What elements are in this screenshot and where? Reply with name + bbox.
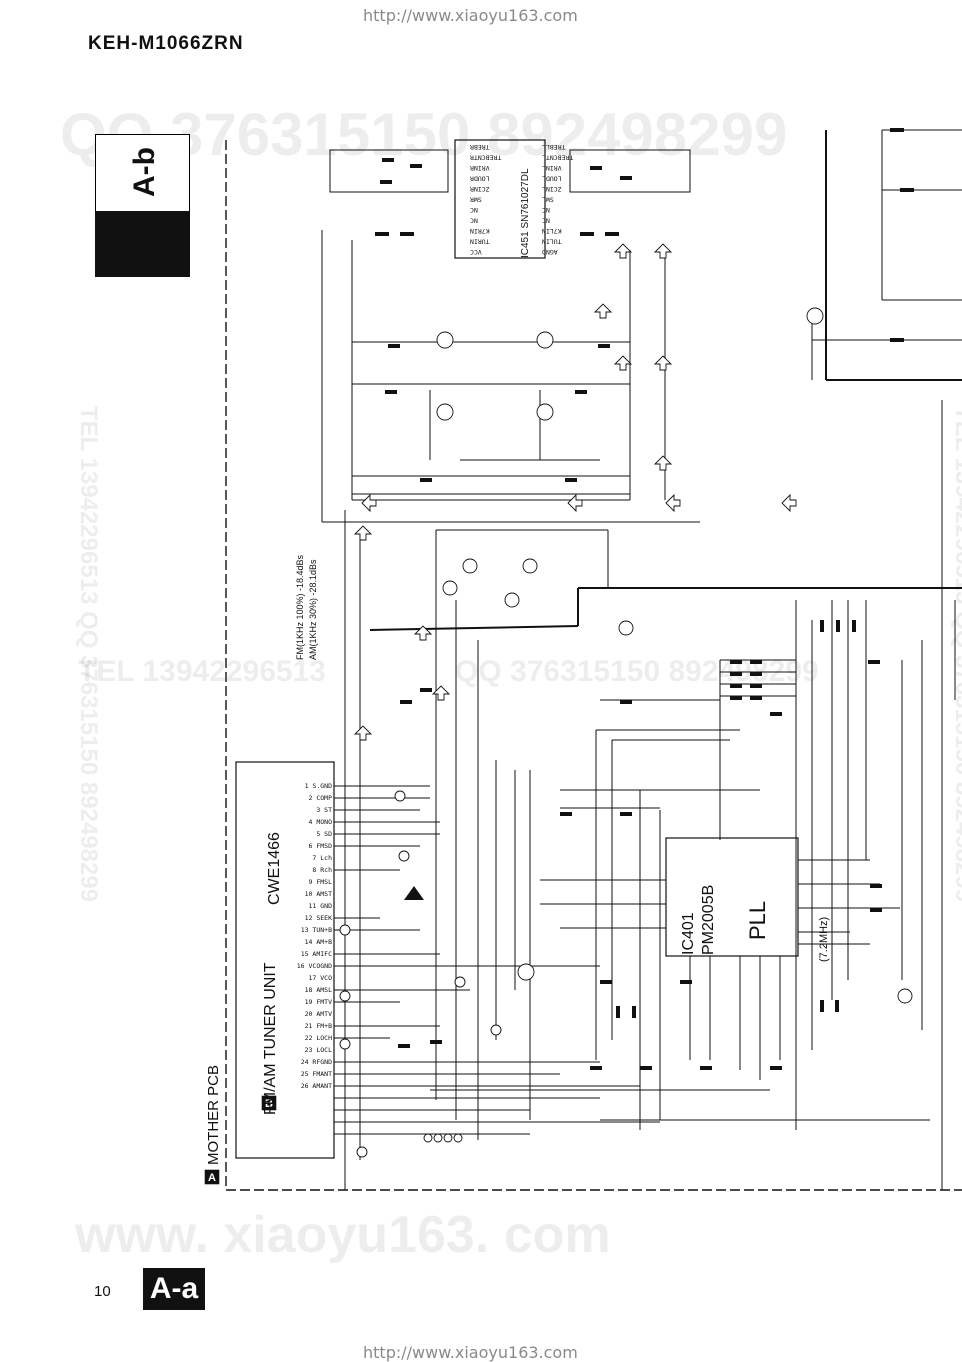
- ic451-pin-right-4: LOUDR: [470, 175, 490, 183]
- ic451-pin-right-9: K7RIN: [470, 227, 490, 235]
- model-title: KEH-M1066ZRN: [88, 33, 244, 54]
- ic451-box: [454, 139, 546, 259]
- connector-pin-label: 21 FM+B: [305, 1022, 332, 1030]
- connector-pin-label: 25 FMANT: [301, 1070, 332, 1078]
- ic451-pin-left-9: K7LIN: [542, 227, 562, 235]
- mother-pcb-label: MOTHER PCB: [205, 1064, 222, 1165]
- watermark-tel: TEL 13942296513: [78, 655, 326, 688]
- connector-pin-label: 16 VCOGND: [297, 962, 332, 970]
- ic451-pin-right-5: ZCINR: [470, 185, 490, 193]
- ic451-pin-left-1: TREBLL: [542, 143, 566, 151]
- connector-pin-label: 14 AM+B: [305, 938, 332, 946]
- page-number: 10: [94, 1283, 111, 1300]
- connector-pin-label: 9 FMSL: [309, 878, 333, 886]
- loudness-network-box: [569, 149, 691, 193]
- connector-pin-label: 19 FMTV: [305, 998, 332, 1006]
- connector-pin-label: 6 FMSD: [309, 842, 333, 850]
- connector-pin-label: 26 AMANT: [301, 1082, 332, 1090]
- tuner-unit-marker: B: [265, 1098, 273, 1110]
- ic451-pin-right-7: NC: [470, 206, 478, 214]
- ic451-pin-right-2: TREBCNTR: [470, 154, 501, 162]
- ic451-pin-right-10: TURIN: [470, 238, 490, 246]
- ic451-pin-right-11: VCC: [470, 248, 482, 256]
- treble-network-box: [329, 149, 449, 193]
- ic451-pin-left-11: AGND: [542, 248, 558, 256]
- connector-pin-label: 20 AMTV: [305, 1010, 332, 1018]
- tuner-unit-box: [235, 761, 335, 1159]
- connector-pin-label: 24 RFGND: [301, 1058, 332, 1066]
- connector-pin-label: 15 AMIFC: [301, 950, 332, 958]
- section-badge: A-a: [143, 1268, 205, 1310]
- connector-pin-label: 5 SD: [316, 830, 332, 838]
- ic451-pin-left-5: ZCINL: [542, 185, 562, 193]
- bottom-url: http://www.xiaoyu163.com: [363, 1343, 578, 1362]
- ic401-ref: IC401: [680, 912, 697, 955]
- am-level-note: AM(1KHz 30%) -28.1dBs: [308, 559, 318, 660]
- bus-diagonal: [369, 625, 579, 631]
- ic451-pin-right-1: TREBR: [470, 143, 490, 151]
- ic451-label: IC451 SN761027DL: [520, 168, 531, 258]
- ic451-pin-left-7: NC: [542, 206, 550, 214]
- tuner-unit-label: FM/AM TUNER UNIT: [262, 962, 279, 1115]
- connector-pin-label: 13 TUN+B: [301, 926, 332, 934]
- connector-pin-label: 3 ST: [316, 806, 332, 814]
- ic451-pin-left-6: SWL: [542, 196, 554, 204]
- connector-pin-label: 17 VCO: [309, 974, 333, 982]
- connector-pin-label: 23 LOCL: [305, 1046, 332, 1054]
- connector-pin-label: 8 Rch: [312, 866, 332, 874]
- ic451-pin-left-2: TREBCNTL: [542, 154, 573, 162]
- ic451-pin-right-3: VRINR: [470, 164, 490, 172]
- tuner-unit-part: CWE1466: [266, 832, 283, 905]
- ic451-pin-left-3: VRINL: [542, 164, 562, 172]
- connector-pin-label: 1 S.GND: [305, 782, 332, 790]
- connector-pin-label: 10 AMST: [305, 890, 332, 898]
- crystal-frequency: (7.2MHz): [818, 916, 830, 962]
- connector-pin-label: 22 LOCH: [305, 1034, 332, 1042]
- fm-level-note: FM(1KHz 100%) -18.4dBs: [295, 554, 305, 660]
- connector-pin-label: 11 GND: [309, 902, 333, 910]
- connector-pin-label: 12 SEEK: [305, 914, 332, 922]
- ic401-name: PLL: [745, 900, 770, 940]
- ic451-pin-right-6: SWR: [470, 196, 482, 204]
- mother-pcb-marker: A: [208, 1172, 216, 1184]
- connector-pin-label: 2 COMP: [309, 794, 333, 802]
- ic451-pin-left-10: TULIN: [542, 238, 562, 246]
- connector-pin-label: 4 MONO: [309, 818, 333, 826]
- ic451-pin-right-8: NC: [470, 217, 478, 225]
- connector-pin-label: 7 Lch: [312, 854, 332, 862]
- top-url: http://www.xiaoyu163.com: [363, 6, 578, 25]
- section-tab-shade: [95, 211, 190, 277]
- watermark-www: www. xiaoyu163. com: [75, 1206, 611, 1264]
- ic401-box: [665, 837, 799, 957]
- ic401-part: PM2005B: [700, 884, 717, 955]
- connector-pin-label: 18 AMSL: [305, 986, 332, 994]
- ic451-pin-left-4: LOUDL: [542, 175, 562, 183]
- ic451-pin-left-8: NC: [542, 217, 550, 225]
